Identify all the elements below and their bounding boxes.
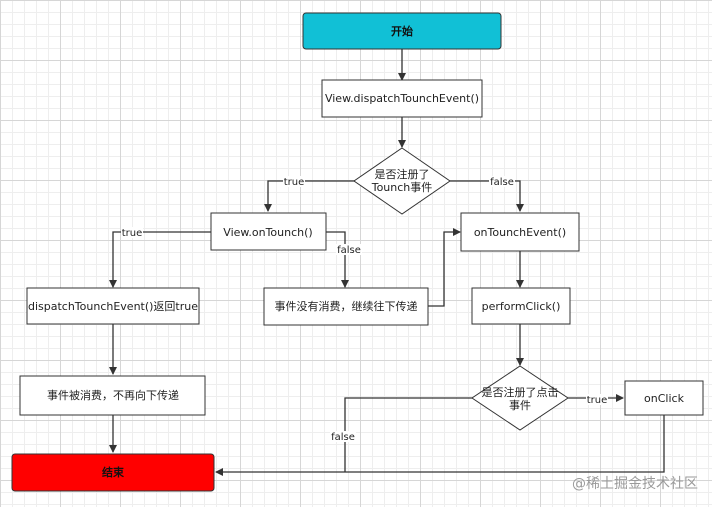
edge-onclick-end <box>215 415 665 476</box>
edge-labels: true false true false true false <box>121 176 608 443</box>
node-end[interactable]: 结束 <box>11 453 215 492</box>
edge-label-true-1: true <box>284 177 305 188</box>
node-on-touch-event[interactable]: onTounchEvent() <box>460 212 580 252</box>
edge-ontouch-false <box>326 231 349 288</box>
edge-decision-true <box>264 180 355 212</box>
edge-decision-false <box>450 180 524 212</box>
node-perform-click-label: performClick() <box>482 300 561 313</box>
node-dispatch-return-true[interactable]: dispatchTounchEvent()返回true <box>26 287 200 325</box>
node-start-label: 开始 <box>391 24 413 38</box>
decision-registered-touch[interactable]: 是否注册了 Tounch事件 <box>353 147 451 215</box>
node-dispatch[interactable]: View.dispatchTounchEvent() <box>321 79 483 118</box>
edge-label-false-3: false <box>331 432 355 443</box>
decision-registered-touch-line2: Tounch事件 <box>371 181 433 194</box>
node-on-touch-event-label: onTounchEvent() <box>474 226 566 239</box>
node-consumed[interactable]: 事件被消费，不再向下传递 <box>19 375 206 416</box>
edge-label-false-2: false <box>337 245 361 256</box>
node-end-label: 结束 <box>101 465 125 479</box>
node-dispatch-label: View.dispatchTounchEvent() <box>325 92 479 105</box>
node-start[interactable]: 开始 <box>302 12 502 50</box>
node-not-consumed[interactable]: 事件没有消费，继续往下传递 <box>263 287 429 326</box>
node-not-consumed-label: 事件没有消费，继续往下传递 <box>275 299 418 313</box>
decision-registered-click[interactable]: 是否注册了点击 事件 <box>471 365 569 431</box>
edge-label-true-3: true <box>587 395 608 406</box>
node-on-click-label: onClick <box>644 392 685 405</box>
watermark: @稀土掘金技术社区 <box>572 476 698 492</box>
decision-registered-touch-line1: 是否注册了 <box>375 167 430 181</box>
node-consumed-label: 事件被消费，不再向下传递 <box>47 388 179 402</box>
node-view-on-touch-label: View.onTounch() <box>223 226 312 239</box>
edge-label-false-1: false <box>490 177 514 188</box>
node-on-click[interactable]: onClick <box>624 380 704 416</box>
edge-ontouch-true <box>109 231 211 288</box>
edge-notconsumed-ontouchevent <box>428 228 461 307</box>
node-view-on-touch[interactable]: View.onTounch() <box>210 212 327 251</box>
edge-click-false <box>344 397 473 472</box>
connectors <box>109 49 665 476</box>
node-perform-click[interactable]: performClick() <box>471 287 571 325</box>
decision-registered-click-line1: 是否注册了点击 <box>482 385 559 399</box>
edge-label-true-2: true <box>122 228 143 239</box>
node-dispatch-return-true-label: dispatchTounchEvent()返回true <box>28 300 198 313</box>
decision-registered-click-line2: 事件 <box>509 399 531 412</box>
